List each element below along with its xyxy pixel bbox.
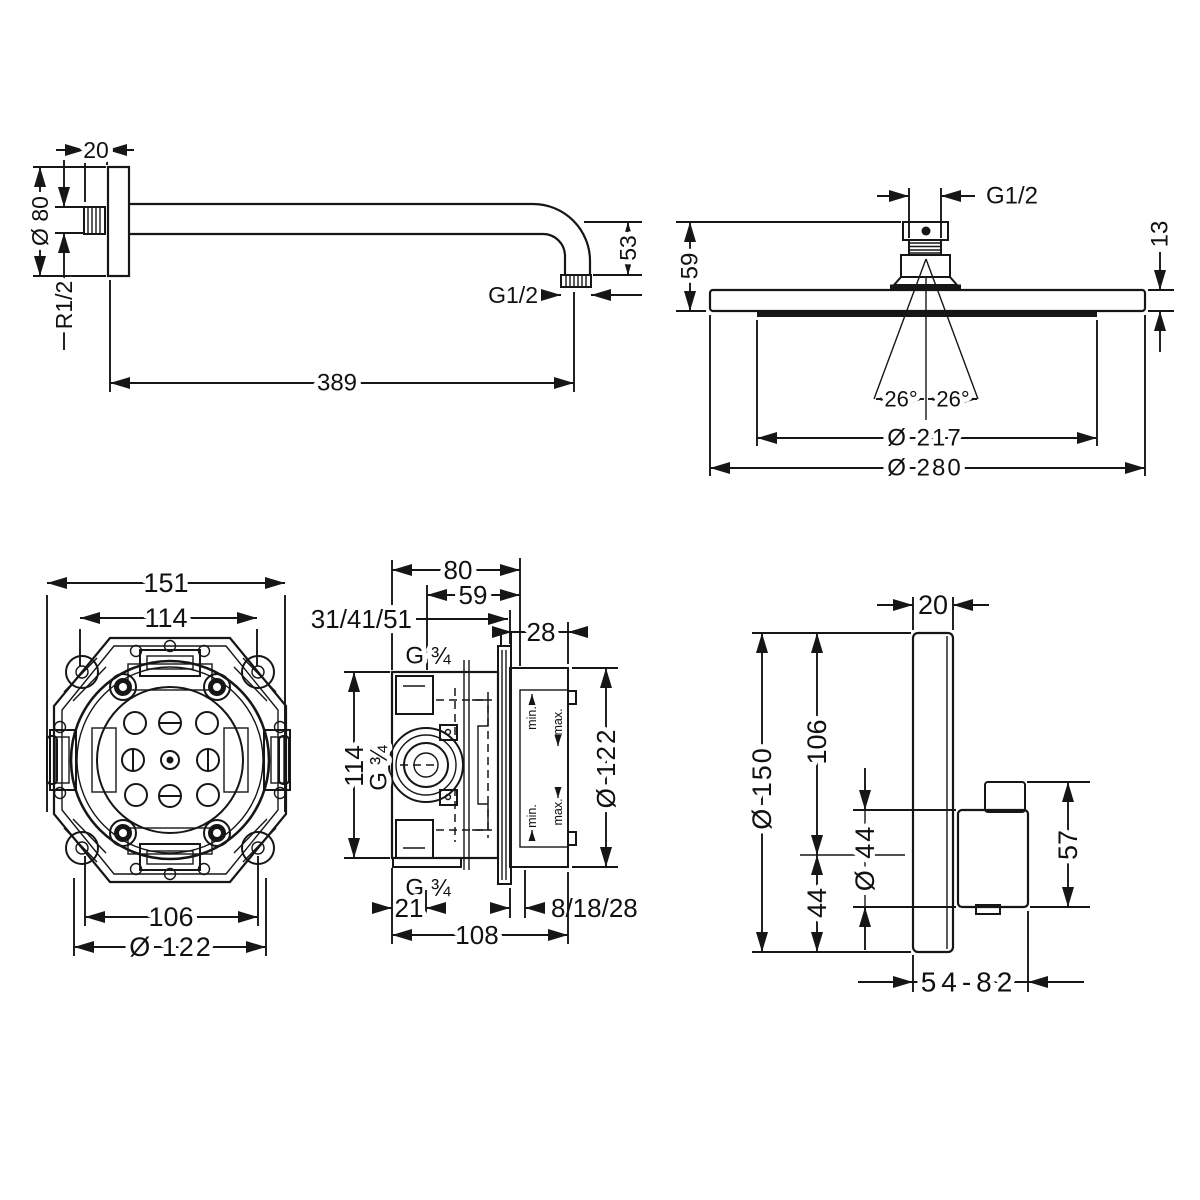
dim-head-280: Ø 280 — [887, 455, 962, 482]
dim-trim-106: 106 — [802, 719, 832, 764]
dim-trim-diameter-44: Ø 44 — [850, 825, 880, 892]
dim-head-angle-left: 26° — [884, 387, 917, 412]
dim-head-217: Ø 217 — [887, 425, 962, 452]
label-g34-mid: G ¾ — [366, 744, 393, 790]
iboxside-union-top — [395, 675, 434, 715]
iboxside-port-boss — [388, 727, 464, 803]
trim-handle-body — [956, 808, 1030, 909]
dim-ibox-114: 114 — [144, 603, 187, 633]
dim-trim-57: 57 — [1053, 830, 1083, 860]
label-g34-top: G ¾ — [405, 643, 451, 670]
trim-plate — [911, 631, 955, 954]
arm-drawing: 20 Ø 80 R1/2 389 G1/2 53 — [22, 132, 646, 402]
ibox-edge-tabs — [49, 649, 291, 871]
dim-iboxside-314151: 31/41/51 — [311, 604, 412, 634]
label-max-top: max. — [551, 708, 565, 735]
dim-head-13: 13 — [1147, 221, 1174, 248]
dim-trim-44: 44 — [802, 888, 832, 918]
head-connector-hole — [921, 226, 931, 236]
minmax-arrows — [528, 694, 562, 841]
arm-outlet-hatch — [565, 276, 587, 286]
dim-iboxside-59: 59 — [459, 580, 488, 610]
iboxside-shield-tab-bottom — [567, 831, 577, 846]
label-min-bottom: min. — [525, 804, 539, 828]
iboxside-shield-inner — [519, 689, 569, 848]
arm-escutcheon — [106, 165, 131, 278]
trim-handle-lever — [984, 781, 1026, 813]
head-spray-face — [757, 311, 1097, 317]
dim-arm-20: 20 — [83, 137, 109, 163]
arm-tube-outer — [129, 202, 592, 275]
iboxside-flange-lines — [501, 650, 507, 880]
dim-arm-389: 389 — [317, 370, 357, 397]
ibox-bolt-bosses — [109, 673, 231, 847]
dim-arm-thread-r12: R1/2 — [51, 281, 77, 330]
label-min-top: min. — [525, 706, 539, 730]
dim-iboxside-114: 114 — [339, 745, 369, 786]
dim-arm-53: 53 — [615, 235, 641, 261]
dim-iboxside-diameter-122: Ø 122 — [591, 728, 621, 809]
dim-trim-5482: 54-82 — [921, 967, 1018, 998]
arm-wall-thread — [83, 206, 106, 235]
ibox-flange-outline — [52, 636, 288, 884]
ibox-outer-ring — [69, 659, 271, 861]
arm-tube-inner — [129, 232, 567, 275]
dim-arm-diameter-80: Ø 80 — [27, 196, 53, 246]
dim-ibox-106: 106 — [148, 902, 193, 932]
showerhead-drawing: 26° 26° G1/2 59 13 Ø 217 Ø 280 — [672, 178, 1179, 487]
head-thread-hatch — [910, 242, 940, 254]
trim-handle-notch — [975, 904, 1001, 915]
dim-iboxside-108: 108 — [455, 920, 498, 950]
label-g34-bottom: G ¾ — [405, 875, 451, 902]
ibox-front-drawing: 151 114 106 Ø 122 — [46, 563, 291, 967]
dim-trim-20: 20 — [918, 590, 948, 620]
dim-iboxside-21: 21 — [395, 893, 424, 923]
dim-iboxside-80: 80 — [444, 555, 473, 585]
iboxside-union-bottom — [395, 819, 434, 859]
iboxside-shield-tab-top — [567, 690, 577, 705]
iboxside-tab-bottom — [439, 789, 458, 806]
ibox-port-grid — [121, 711, 220, 808]
label-max-bottom: max. — [551, 798, 565, 825]
dim-head-59: 59 — [677, 253, 704, 280]
dim-iboxside-81828: 8/18/28 — [551, 893, 638, 923]
arm-outlet-thread — [560, 274, 592, 288]
dim-ibox-151: 151 — [143, 568, 188, 598]
dim-iboxside-28: 28 — [527, 617, 556, 647]
trim-side-drawing: 20 Ø 150 106 44 Ø 44 57 54-82 — [742, 585, 1090, 1003]
ibox-side-drawing: min. max. min. max. 80 59 31/41/51 28 G … — [306, 550, 643, 955]
ibox-inner-circle — [96, 686, 244, 834]
dim-arm-g12: G1/2 — [488, 282, 538, 308]
dim-ibox-diameter-122: Ø 122 — [129, 932, 213, 962]
ibox-corner-ears — [65, 655, 275, 865]
dim-trim-diameter-150: Ø 150 — [747, 746, 777, 830]
iboxside-tab-top — [439, 724, 458, 741]
ibox-corner-struts — [63, 657, 277, 863]
iboxside-ribs — [463, 660, 489, 870]
arm-thread-hatch — [87, 208, 101, 233]
dim-head-angle-right: 26° — [936, 387, 969, 412]
dim-head-g12: G1/2 — [986, 183, 1038, 210]
